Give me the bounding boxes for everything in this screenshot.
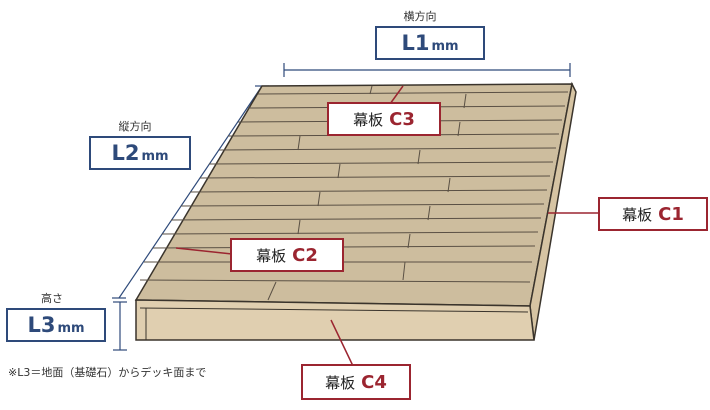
height-symbol: L3 [27,313,56,337]
leader-c4 [330,319,354,367]
height-dimension-line [113,301,127,351]
height-unit: mm [57,321,85,336]
part-c4-name: 幕板 [325,373,356,392]
part-c2-code: C2 [292,244,318,266]
part-c1-code: C1 [658,203,684,225]
footnote: ※L3＝地面（基礎石）からデッキ面まで [8,366,207,379]
part-c3-name: 幕板 [353,110,384,129]
height-dimension-box: L3 mm [6,308,106,342]
width-dimension-line [283,63,571,77]
length-unit: mm [141,149,169,164]
part-c2-name: 幕板 [256,246,287,265]
length-caption: 縦方向 [118,120,152,133]
height-caption: 高さ [41,292,63,305]
leader-c3 [389,85,404,105]
width-dimension-box: L1 mm [375,26,485,60]
fascia-c4-top-edge [139,307,529,313]
part-c1-label: 幕板 C1 [598,197,708,231]
width-caption: 横方向 [403,10,437,23]
part-c2-label: 幕板 C2 [230,238,344,272]
part-c4-label: 幕板 C4 [301,364,411,400]
width-unit: mm [431,39,459,54]
width-symbol: L1 [401,31,430,55]
fascia-c4 [135,299,535,341]
leader-c2 [175,247,233,255]
part-c1-name: 幕板 [622,205,653,224]
part-c4-code: C4 [361,371,387,393]
part-c3-label: 幕板 C3 [327,102,441,136]
length-symbol: L2 [111,141,140,165]
length-dimension-box: L2 mm [89,136,191,170]
part-c3-code: C3 [389,108,415,130]
